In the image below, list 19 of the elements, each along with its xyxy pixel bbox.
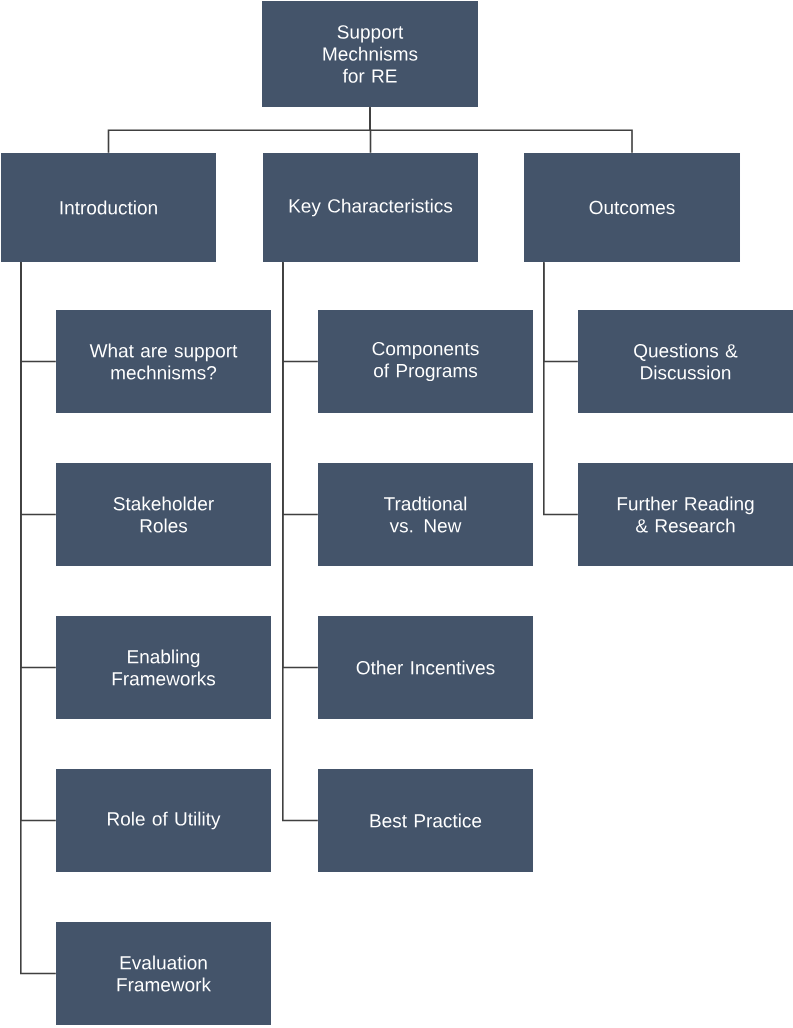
connector-line (20, 261, 57, 975)
subtopic-box: Tradtional vs. New (318, 463, 533, 566)
connector-line (543, 261, 579, 516)
topic-box: Support Mechnisms for RE (262, 1, 478, 107)
subtopic-box: Questions & Discussion (578, 310, 793, 413)
topic-box: Outcomes (524, 153, 740, 262)
subtopic-box: Role of Utility (56, 769, 271, 872)
subtopic-box: What are support mechnisms? (56, 310, 271, 413)
subtopic-box: Components of Programs (318, 310, 533, 413)
subtopic-box: Best Practice (318, 769, 533, 872)
subtopic-box: Enabling Frameworks (56, 616, 271, 719)
subtopic-box: Further Reading & Research (578, 463, 793, 566)
subtopic-box: Stakeholder Roles (56, 463, 271, 566)
topic-box: Introduction (1, 153, 216, 262)
topic-box: Key Characteristics (263, 153, 478, 262)
subtopic-box: Evaluation Framework (56, 922, 271, 1025)
subtopic-box: Other Incentives (318, 616, 533, 719)
connector-line (369, 106, 633, 154)
connector-line (282, 261, 319, 822)
